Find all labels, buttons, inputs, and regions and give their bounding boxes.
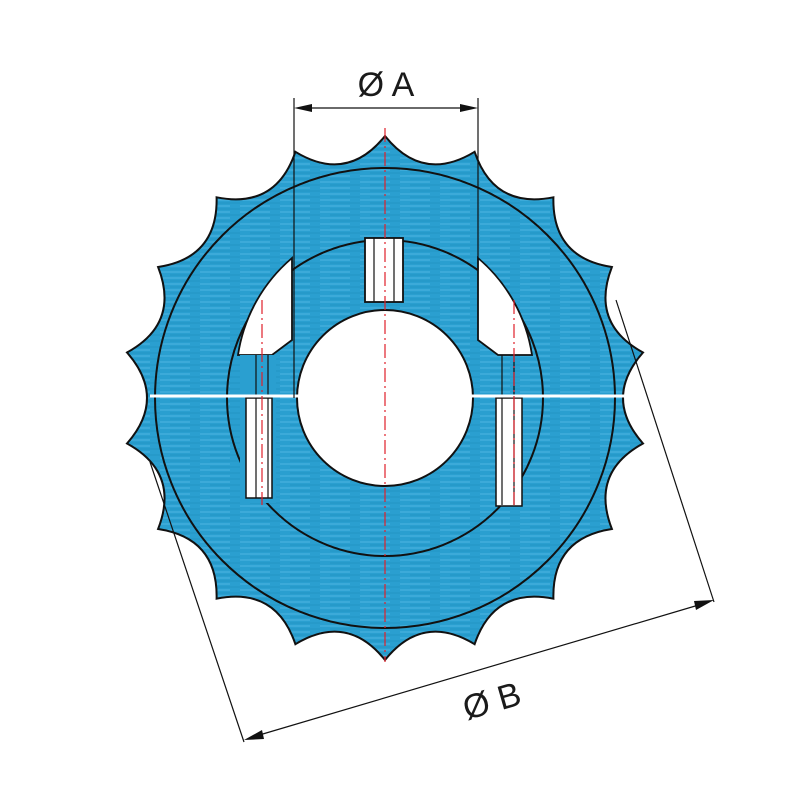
dimension-a: Ø A: [293, 66, 479, 398]
top-keyway: [364, 237, 404, 303]
dim-b-extension-left: [149, 461, 245, 743]
dim-b-line: [255, 603, 703, 737]
dim-a-label: Ø A: [358, 66, 415, 104]
dim-b-label: Ø B: [459, 675, 526, 728]
right-bolt-slot: [495, 397, 523, 507]
dim-a-arrow-right: [460, 104, 478, 112]
dim-b-extension-right: [615, 299, 715, 603]
dim-b-arrow-left: [244, 730, 264, 740]
dim-b-arrow-right: [694, 600, 714, 610]
right-window: [477, 256, 534, 356]
dim-a-arrow-left: [294, 104, 312, 112]
